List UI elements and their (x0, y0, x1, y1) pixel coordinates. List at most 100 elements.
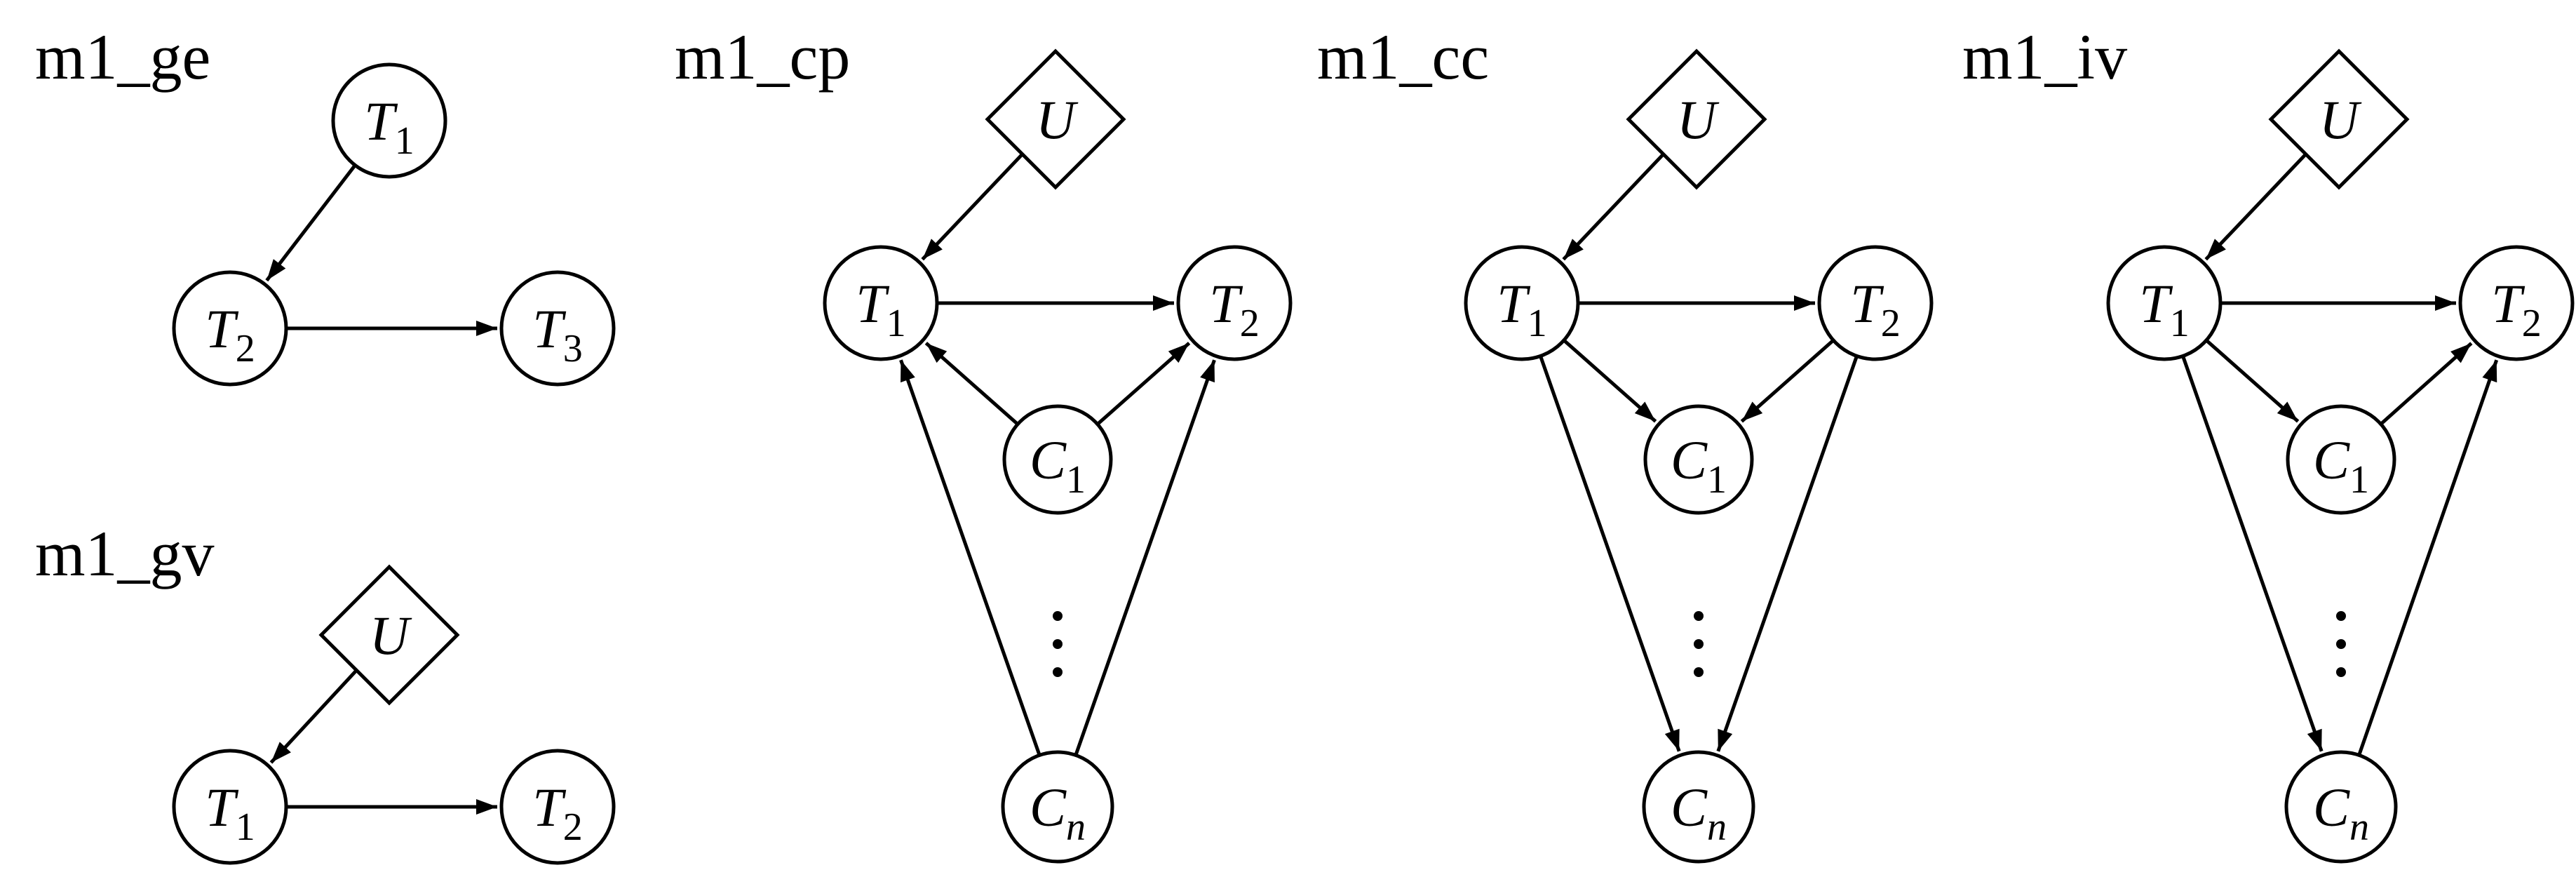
diagram-label-m1_gv: m1_gv (35, 518, 215, 589)
node-label: Cn (2313, 777, 2369, 849)
edge-U-to-T1 (2204, 154, 2307, 261)
ellipsis-dot (1053, 639, 1063, 649)
node-label: C1 (1030, 429, 1086, 502)
node-label: T2 (1850, 273, 1900, 345)
diagram-m1_gv: m1_gvU T1 T2 (35, 518, 616, 865)
node-label: T2 (2491, 273, 2541, 345)
edge-Cn-to-T2 (2357, 359, 2499, 755)
diamond-shape (2268, 48, 2410, 190)
diamond-shape (985, 48, 1126, 190)
circle-shape (172, 270, 288, 387)
edge-T1-to-T2 (265, 165, 356, 282)
node-U: U (1626, 48, 1767, 190)
circle-shape (172, 749, 288, 865)
edge-U-to-T1 (921, 154, 1023, 261)
node-label: U (1677, 89, 1720, 150)
circle-shape (1643, 404, 1754, 515)
circle-shape (499, 749, 616, 865)
node-label: T1 (364, 91, 414, 163)
edge-Cn-to-T1 (899, 359, 1041, 755)
diamond-shape (318, 564, 460, 706)
node-label: T2 (532, 777, 582, 849)
node-label: T1 (2139, 273, 2189, 345)
node-label: T1 (1497, 273, 1546, 345)
circle-shape (2106, 245, 2223, 361)
node-label: T1 (205, 777, 255, 849)
node-U: U (2268, 48, 2410, 190)
edge-C1-to-T2 (2380, 342, 2473, 424)
circle-shape (499, 270, 616, 387)
node-T1: T1 (172, 749, 288, 865)
node-T2: T2 (172, 270, 288, 387)
circle-shape (1817, 245, 1934, 361)
ellipsis-dot (2336, 667, 2346, 677)
node-label: U (370, 605, 412, 666)
diamond-shape (1626, 48, 1767, 190)
node-T2: T2 (1176, 245, 1293, 361)
ellipsis-dot (1694, 639, 1704, 649)
circle-shape (1464, 245, 1580, 361)
ellipsis-dot (1053, 667, 1063, 677)
node-C1: C1 (1643, 404, 1754, 515)
node-label: T2 (1209, 273, 1259, 345)
diagram-label-m1_cc: m1_cc (1317, 21, 1489, 93)
edge-T1-to-Cn (2181, 356, 2324, 752)
node-U: U (318, 564, 460, 706)
circle-shape (823, 245, 939, 361)
circle-shape (2286, 404, 2396, 515)
circle-shape (2458, 245, 2575, 361)
diagram-label-m1_cp: m1_cp (675, 21, 850, 93)
node-label: T2 (205, 298, 255, 370)
ellipsis-dot (1053, 611, 1063, 621)
circle-shape (1642, 750, 1755, 864)
edge-U-to-T1 (269, 670, 357, 764)
circle-shape (331, 62, 447, 179)
edge-T1-to-Cn (1539, 356, 1681, 752)
node-label: Cn (1030, 777, 1086, 849)
node-T3: T3 (499, 270, 616, 387)
node-label: T3 (532, 298, 582, 370)
ellipsis-dot (1694, 611, 1704, 621)
ellipsis-dot (1694, 667, 1704, 677)
circle-shape (1002, 404, 1113, 515)
edge-Cn-to-T2 (1074, 359, 1216, 755)
edge-T2-to-C1 (1740, 340, 1834, 423)
edge-C1-to-T1 (924, 342, 1018, 425)
edge-C1-to-T2 (1097, 342, 1191, 425)
node-T1: T1 (2106, 245, 2223, 361)
ellipsis-dot (2336, 639, 2346, 649)
node-label: Cn (1671, 777, 1727, 849)
edge-T1-to-C1 (1563, 340, 1657, 423)
node-T2: T2 (2458, 245, 2575, 361)
circle-shape (1001, 750, 1114, 864)
edge-U-to-T1 (1562, 154, 1664, 261)
node-label: T1 (856, 273, 905, 345)
node-T1: T1 (1464, 245, 1580, 361)
node-label: C1 (2313, 429, 2369, 502)
node-C1: C1 (2286, 404, 2396, 515)
node-C1: C1 (1002, 404, 1113, 515)
diagram-label-m1_iv: m1_iv (1962, 21, 2127, 93)
ellipsis-dot (2336, 611, 2346, 621)
edge-T2-to-Cn (1716, 356, 1859, 752)
node-label: U (1036, 89, 1079, 150)
edge-T1-to-C1 (2206, 340, 2300, 423)
node-U: U (985, 48, 1126, 190)
node-Cn: Cn (1642, 750, 1755, 864)
node-T2: T2 (1817, 245, 1934, 361)
node-T1: T1 (331, 62, 447, 179)
node-Cn: Cn (2284, 750, 2398, 864)
node-label: U (2319, 89, 2362, 150)
node-T1: T1 (823, 245, 939, 361)
node-T2: T2 (499, 749, 616, 865)
node-Cn: Cn (1001, 750, 1114, 864)
node-label: C1 (1671, 429, 1727, 502)
circle-shape (1176, 245, 1293, 361)
circle-shape (2284, 750, 2398, 864)
